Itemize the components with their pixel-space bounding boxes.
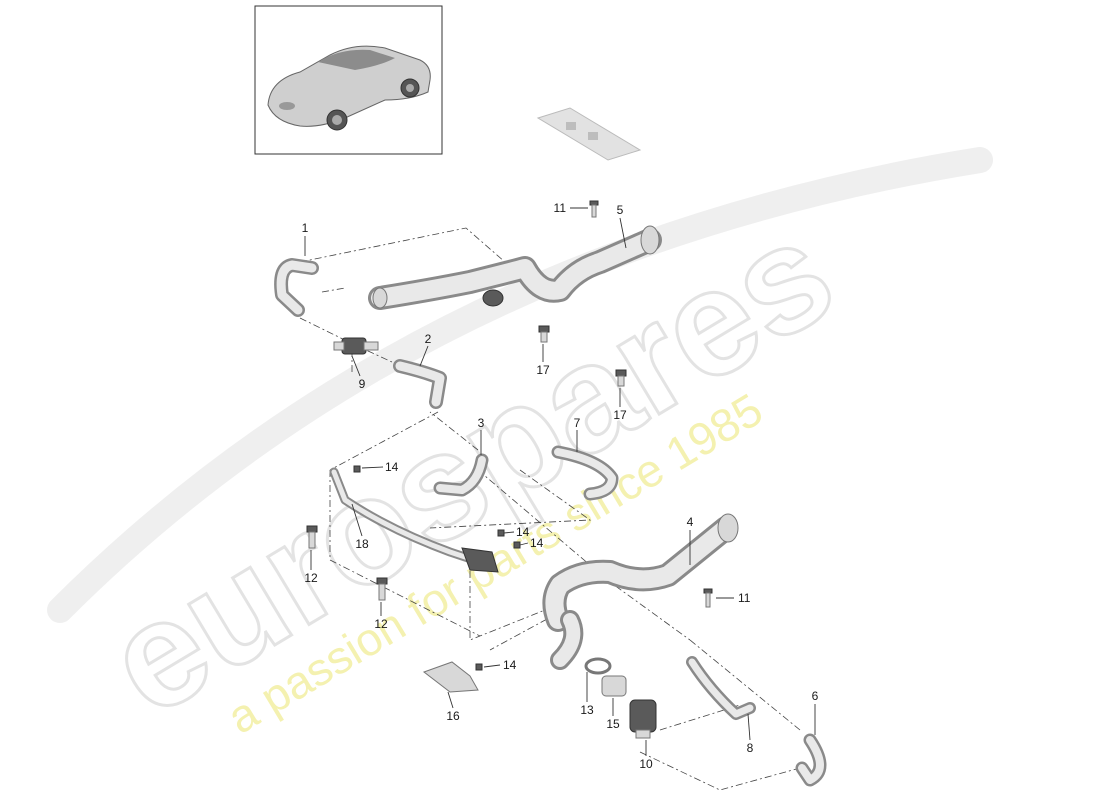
mounting-plate	[536, 107, 642, 161]
callout-11a[interactable]: 11	[554, 201, 567, 215]
bolt-17a	[538, 325, 550, 343]
callout-15[interactable]: 15	[606, 717, 620, 731]
callout-17a[interactable]: 17	[536, 363, 550, 377]
bolt-11a	[589, 200, 599, 218]
part-8-hose	[686, 656, 756, 720]
callout-7[interactable]: 7	[574, 416, 581, 430]
callout-14d[interactable]: 14	[503, 658, 517, 672]
part-6-hose	[795, 733, 827, 787]
callout-6[interactable]: 6	[812, 689, 819, 703]
part-18-pipe	[329, 467, 499, 573]
bolt-14d	[475, 663, 483, 671]
leader-lines	[304, 207, 816, 756]
bolt-12b	[376, 577, 388, 601]
callout-labels: 1 2 3 4 5 6 7 8 9 10 11 11 12 12 13 14 1…	[302, 201, 819, 771]
part-9-valve	[333, 337, 379, 355]
bolt-14c	[513, 541, 521, 549]
watermark: eurospares a passion for parts since 198…	[47, 147, 993, 749]
callout-8[interactable]: 8	[747, 741, 754, 755]
callout-10[interactable]: 10	[639, 757, 653, 771]
callout-5[interactable]: 5	[617, 203, 624, 217]
callout-14a[interactable]: 14	[385, 460, 399, 474]
callout-3[interactable]: 3	[478, 416, 485, 430]
car-icon	[267, 45, 431, 131]
callout-4[interactable]: 4	[687, 515, 694, 529]
bolt-14b	[497, 529, 505, 537]
callout-13[interactable]: 13	[580, 703, 594, 717]
part-1-elbow	[274, 258, 319, 317]
part-15-sleeve	[601, 675, 627, 697]
bolt-12a	[306, 525, 318, 549]
callout-17b[interactable]: 17	[613, 408, 627, 422]
bolt-17b	[615, 369, 627, 387]
part-16-bracket	[422, 661, 479, 693]
callout-16[interactable]: 16	[446, 709, 460, 723]
routing-lines	[299, 227, 801, 791]
bolt-11b	[703, 588, 713, 608]
bolt-14a	[353, 465, 361, 473]
bolts	[306, 200, 713, 671]
callout-18[interactable]: 18	[355, 537, 369, 551]
part-13-ring	[584, 657, 612, 675]
callout-12a[interactable]: 12	[304, 571, 318, 585]
callout-12b[interactable]: 12	[374, 617, 388, 631]
part-7-hose	[551, 445, 619, 501]
watermark-swoosh	[47, 147, 993, 623]
callout-14b[interactable]: 14	[516, 525, 530, 539]
callout-11b[interactable]: 11	[738, 591, 751, 605]
part-4-hose	[542, 513, 739, 670]
callout-1[interactable]: 1	[302, 221, 309, 235]
callout-14c[interactable]: 14	[530, 536, 544, 550]
part-3-hose	[433, 453, 489, 497]
part-10-pump	[629, 699, 657, 739]
part-2-hose	[393, 359, 447, 409]
part-5-hose	[368, 225, 662, 310]
callout-2[interactable]: 2	[425, 332, 432, 346]
vehicle-thumbnail	[254, 5, 443, 155]
callout-9[interactable]: 9	[359, 377, 366, 391]
